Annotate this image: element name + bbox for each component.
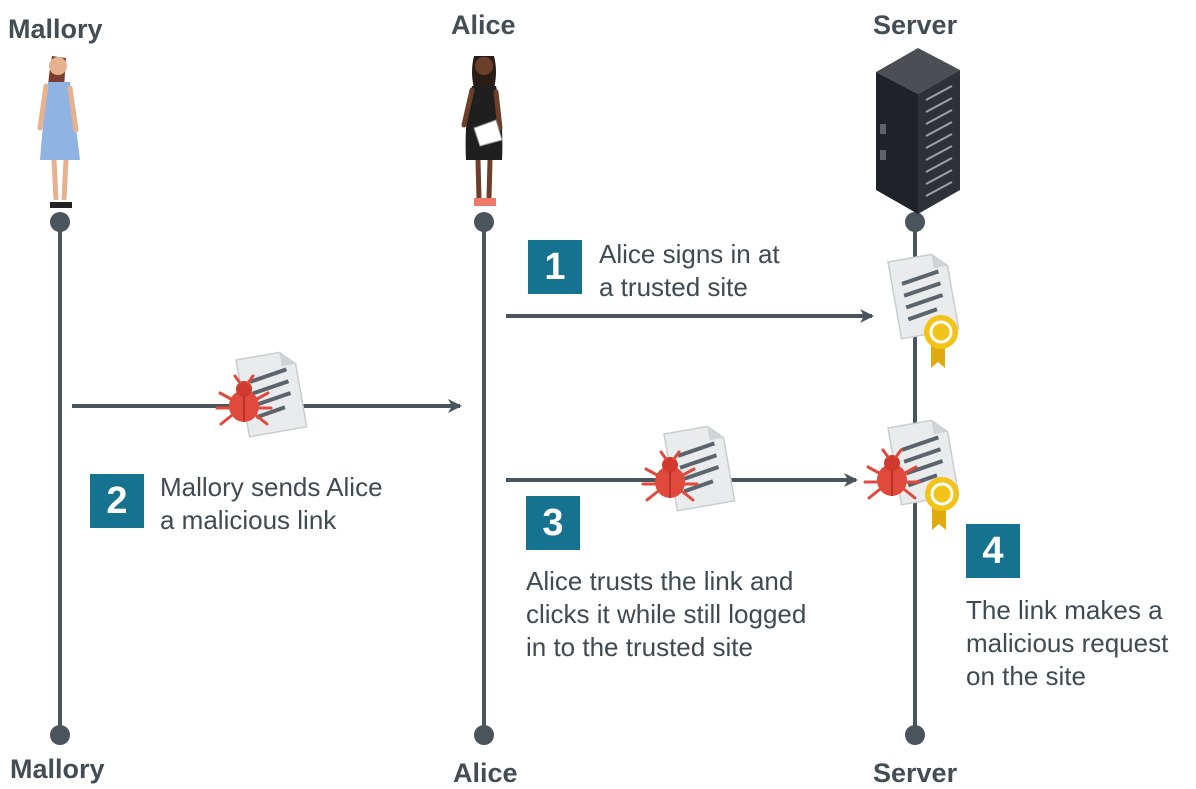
step-4-text: The link makes a malicious request on th… [966, 594, 1168, 693]
mallory-bottom-label: Mallory [10, 754, 105, 784]
mallory-woman-icon [37, 56, 80, 208]
step-3-line-3: in to the trusted site [526, 632, 753, 662]
certificate-seal-icon-request [923, 475, 961, 532]
step-3-line-2: clicks it while still logged [526, 599, 807, 629]
step-4-badge: 4 [966, 524, 1020, 578]
server-top-label: Server [873, 10, 958, 40]
alice-lifeline [474, 212, 494, 745]
step-3-text: Alice trusts the link and clicks it whil… [526, 565, 806, 664]
mallory-lifeline [50, 212, 70, 745]
step-4-line-1: The link makes a [966, 595, 1163, 625]
alice-top-label: Alice [451, 10, 516, 40]
step-4-line-3: on the site [966, 661, 1086, 691]
server-bottom-label: Server [873, 758, 958, 788]
step-1-line-1: Alice signs in at [599, 239, 780, 269]
step-2-line-2: a malicious link [160, 505, 337, 535]
certificate-seal-icon [922, 313, 960, 370]
mallory-top-label: Mallory [8, 14, 103, 44]
step-3-line-1: Alice trusts the link and [526, 566, 794, 596]
step-3-badge: 3 [526, 496, 580, 550]
alice-bottom-label: Alice [453, 758, 518, 788]
step-2-text: Mallory sends Alice a malicious link [160, 471, 383, 537]
alice-woman-icon [461, 56, 503, 206]
step-4-line-2: malicious request [966, 628, 1169, 658]
step-1-text: Alice signs in at a trusted site [599, 238, 780, 304]
server-rack-icon [876, 48, 960, 214]
step-2-badge: 2 [90, 474, 144, 528]
step-2-line-1: Mallory sends Alice [160, 472, 383, 502]
step-1-badge: 1 [528, 240, 582, 294]
step-1-line-2: a trusted site [599, 272, 748, 302]
